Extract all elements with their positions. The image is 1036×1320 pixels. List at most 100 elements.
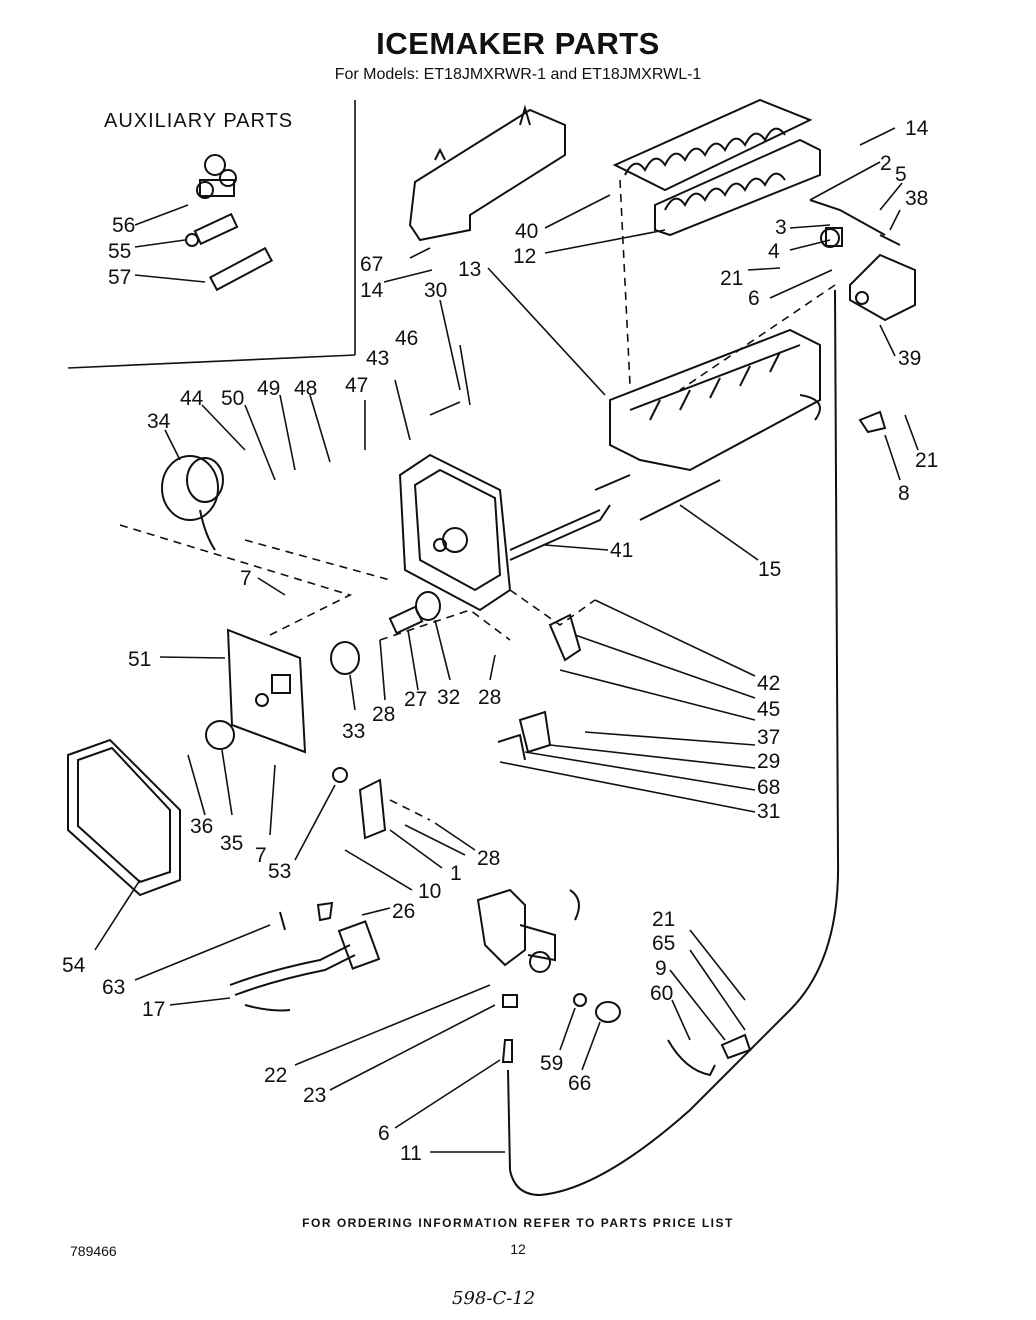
- part-27-holder: [388, 605, 424, 635]
- callout-32: 32: [437, 686, 460, 709]
- part-15-heater-terminal-lead: [594, 474, 721, 521]
- leader-line: [544, 544, 609, 551]
- assembly-line: [509, 589, 596, 626]
- callout-8: 8: [898, 482, 910, 505]
- callout-21: 21: [720, 267, 743, 290]
- part-17-wiring-harness: [229, 920, 381, 1012]
- callout-60: 60: [650, 982, 673, 1005]
- leader-line: [524, 751, 756, 791]
- leader-line: [269, 764, 276, 836]
- callout-59: 59: [540, 1052, 563, 1075]
- part-59-washer: [573, 993, 587, 1007]
- callout-43: 43: [366, 347, 389, 370]
- leader-line: [394, 379, 411, 441]
- leader-line: [859, 127, 896, 146]
- part-34-motor: [161, 455, 224, 551]
- callout-23: 23: [303, 1084, 326, 1107]
- callout-63: 63: [102, 976, 125, 999]
- leader-line: [789, 224, 831, 229]
- leader-line: [594, 599, 756, 677]
- leader-line: [383, 269, 433, 283]
- callout-21: 21: [652, 908, 675, 931]
- leader-line: [769, 269, 833, 299]
- callout-6: 6: [748, 287, 760, 310]
- part-43-control-housing: [398, 453, 512, 612]
- callout-12: 12: [513, 245, 536, 268]
- callout-41: 41: [610, 539, 633, 562]
- callout-4: 4: [768, 240, 780, 263]
- leader-line: [429, 401, 461, 416]
- leader-line: [394, 1059, 501, 1129]
- callout-10: 10: [418, 880, 441, 903]
- leader-line: [487, 267, 606, 396]
- part-39-support: [849, 253, 916, 322]
- callout-40: 40: [515, 220, 538, 243]
- callout-45: 45: [757, 698, 780, 721]
- callout-67: 67: [360, 253, 383, 276]
- part-13-ice-mold: [609, 328, 821, 472]
- leader-line: [257, 577, 286, 596]
- part-9-clamp: [720, 1033, 752, 1060]
- leader-line: [94, 879, 141, 951]
- leader-line: [679, 504, 759, 561]
- leader-line: [279, 394, 296, 471]
- leader-line: [361, 907, 391, 916]
- leader-line: [549, 744, 756, 769]
- callout-9: 9: [655, 957, 667, 980]
- leader-line: [439, 299, 461, 391]
- leader-line: [499, 761, 756, 813]
- callout-31: 31: [757, 800, 780, 823]
- leader-line: [169, 997, 231, 1006]
- leader-line: [544, 194, 611, 229]
- leader-line: [559, 669, 756, 721]
- callout-28: 28: [477, 847, 500, 870]
- callout-65: 65: [652, 932, 675, 955]
- leader-line: [407, 629, 419, 691]
- leader-line: [584, 731, 756, 746]
- leader-line: [559, 1007, 576, 1051]
- leader-line: [689, 929, 746, 1001]
- assembly-line: [244, 539, 391, 581]
- page-title: ICEMAKER PARTS: [376, 26, 660, 61]
- leader-line: [544, 229, 666, 254]
- leader-line: [904, 414, 919, 451]
- leader-line: [187, 754, 206, 816]
- part-51-mounting-plate: [226, 628, 307, 754]
- callout-36: 36: [190, 815, 213, 838]
- callout-27: 27: [404, 688, 427, 711]
- leader-line: [489, 654, 496, 681]
- leader-line: [344, 849, 413, 891]
- part-56-valve-fitting: [196, 154, 237, 199]
- page-number: 12: [510, 1241, 526, 1257]
- leader-line: [294, 784, 336, 861]
- callout-14: 14: [360, 279, 384, 302]
- assembly-line: [119, 524, 353, 636]
- leader-line: [889, 209, 901, 231]
- part-35-timing-gear: [205, 720, 235, 750]
- callout-22: 22: [264, 1064, 287, 1087]
- callout-66: 66: [568, 1072, 591, 1095]
- callout-53: 53: [268, 860, 291, 883]
- callout-26: 26: [392, 900, 415, 923]
- leader-line: [134, 204, 189, 226]
- callout-29: 29: [757, 750, 780, 773]
- leader-line: [404, 824, 466, 856]
- leader-line: [294, 984, 491, 1066]
- callout-28: 28: [372, 703, 395, 726]
- leader-line: [409, 247, 431, 259]
- callout-14: 14: [905, 117, 929, 140]
- callout-49: 49: [257, 377, 280, 400]
- callout-2: 2: [880, 152, 892, 175]
- callout-3: 3: [775, 216, 787, 239]
- leader-line: [879, 324, 896, 357]
- assembly-line: [389, 799, 431, 821]
- callout-42: 42: [757, 672, 780, 695]
- part-66-nut: [595, 1001, 621, 1023]
- callout-33: 33: [342, 720, 365, 743]
- leader-line: [669, 969, 726, 1041]
- callout-15: 15: [758, 558, 781, 581]
- leader-line: [434, 619, 451, 681]
- callout-7: 7: [255, 844, 267, 867]
- callout-30: 30: [424, 279, 447, 302]
